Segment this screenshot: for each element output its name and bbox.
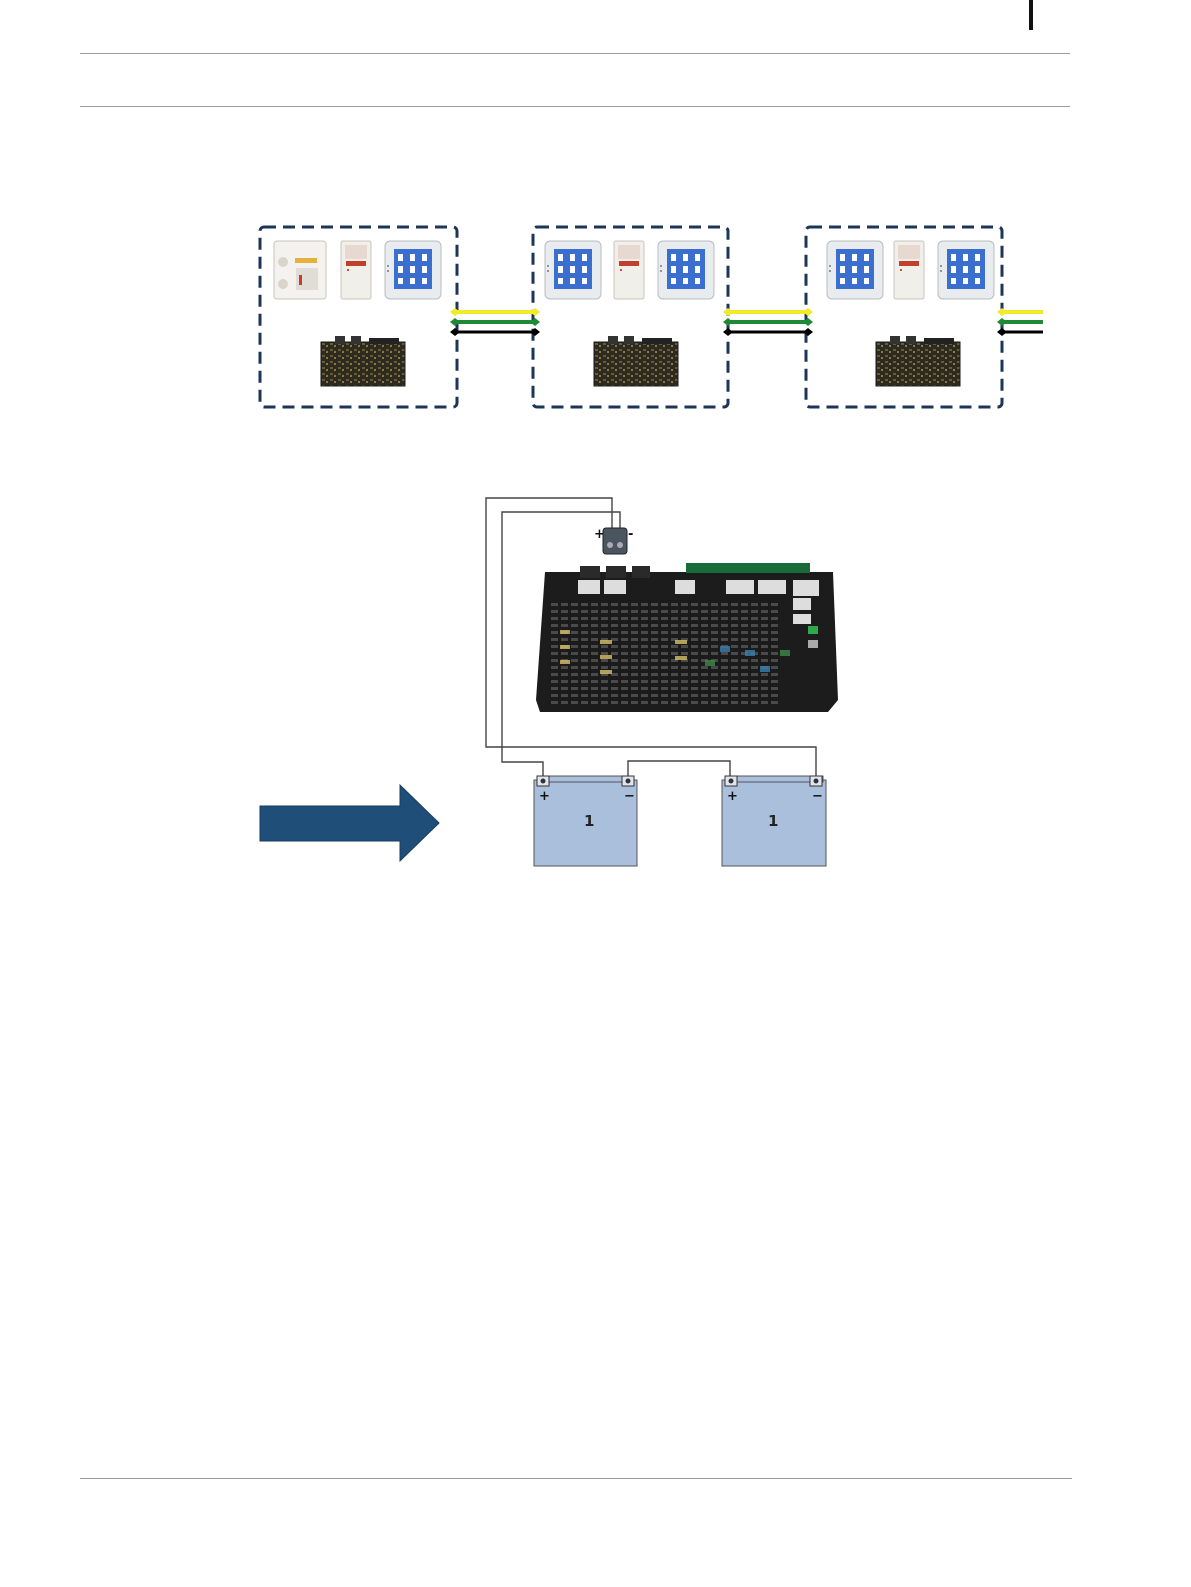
- small-module: [894, 241, 924, 299]
- battery-2: + − 1: [722, 776, 826, 866]
- bus-link-out: [997, 308, 1043, 336]
- connector-minus-label: -: [628, 527, 633, 542]
- battery-2-label: 1: [768, 812, 778, 830]
- front-panel-module: [274, 241, 326, 299]
- battery-1-plus: +: [539, 789, 550, 804]
- battery-connector: + -: [594, 527, 633, 554]
- power-supply-unit: [536, 563, 838, 712]
- battery-1-label: 1: [584, 812, 594, 830]
- touch-display: [938, 241, 994, 299]
- touch-display: [827, 241, 883, 299]
- touch-display: [658, 241, 714, 299]
- battery-1: + − 1: [534, 776, 637, 866]
- touch-display: [545, 241, 601, 299]
- battery-1-minus: −: [624, 789, 635, 804]
- battery-2-minus: −: [812, 789, 823, 804]
- small-module: [341, 241, 371, 299]
- pointer-arrow-icon: [260, 785, 439, 861]
- bus-link-1-2: [450, 308, 540, 336]
- controller-board: [321, 336, 405, 386]
- connector-plus-label: +: [594, 527, 605, 542]
- controller-board: [594, 336, 678, 386]
- battery-2-plus: +: [727, 789, 738, 804]
- small-module: [614, 241, 644, 299]
- touch-display: [385, 241, 441, 299]
- controller-board: [876, 336, 960, 386]
- bus-link-2-3: [723, 308, 813, 336]
